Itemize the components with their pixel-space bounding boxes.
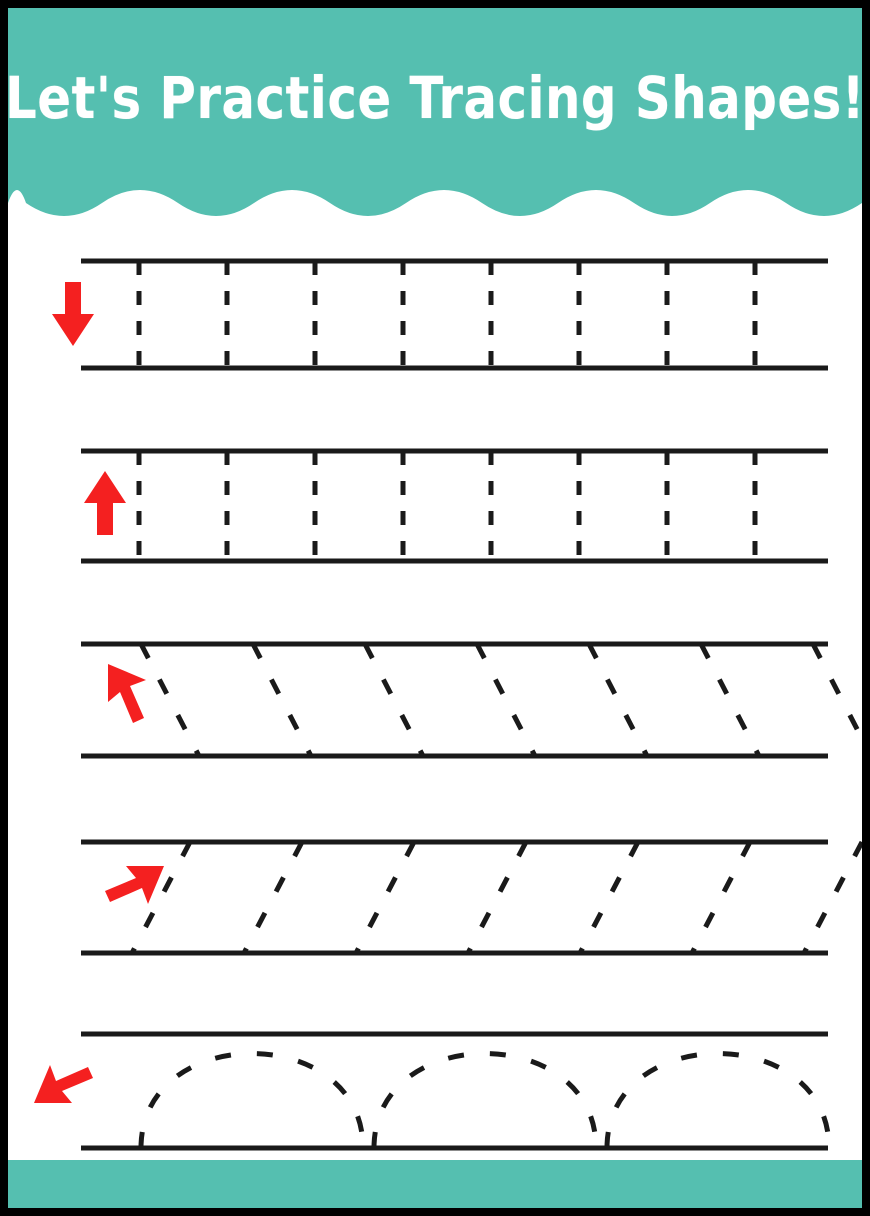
footer-band xyxy=(8,1160,862,1208)
arrow-up-icon xyxy=(70,469,140,544)
diagonal-stroke-up-left xyxy=(8,220,862,1208)
page-title: Let's Practice Tracing Shapes! xyxy=(8,64,862,132)
arrow-up-left-icon xyxy=(100,658,170,733)
curved-arch-stroke xyxy=(8,220,862,1208)
vertical-stroke-upward xyxy=(8,220,862,1208)
arrow-down-left-icon xyxy=(100,858,170,933)
arrow-up-right-icon xyxy=(28,1041,98,1116)
worksheet-sheet: Let's Practice Tracing Shapes! xyxy=(8,8,862,1208)
header-wave-banner xyxy=(8,8,862,216)
arrow-down-icon xyxy=(38,278,108,353)
vertical-stroke-downward xyxy=(8,220,862,1208)
diagonal-stroke-down-left xyxy=(8,220,862,1208)
worksheet-header: Let's Practice Tracing Shapes! xyxy=(8,8,862,220)
